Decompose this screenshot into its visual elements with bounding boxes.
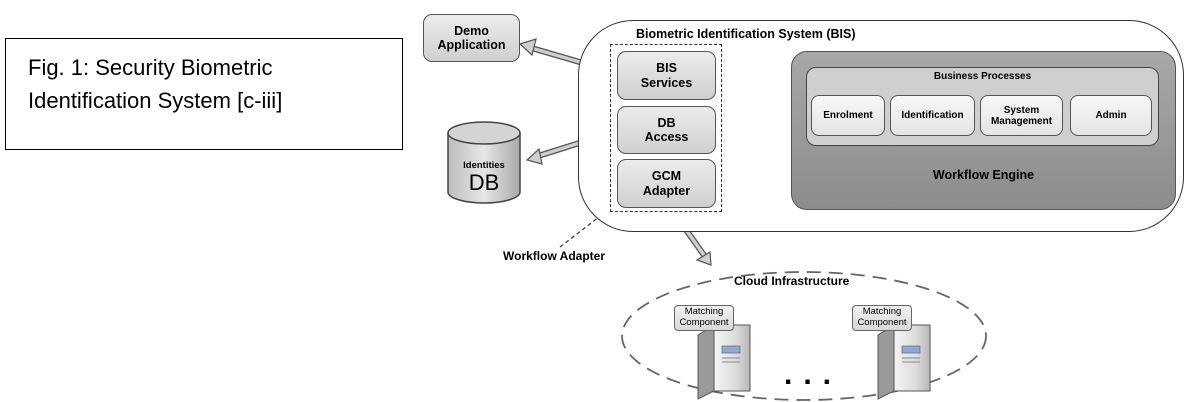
caption-line-2: Identification System [c-iii]: [28, 88, 283, 113]
matching-component-label: Matching Component: [674, 305, 734, 331]
workflow-adapter-label: Workflow Adapter: [503, 249, 606, 263]
bis-title: Biometric Identification System (BIS): [636, 27, 856, 41]
identities-db-small: Identities: [463, 160, 505, 171]
process-admin: Admin: [1070, 95, 1152, 136]
db-access-line-2: Access: [644, 130, 689, 144]
bis-services-line-2: Services: [640, 75, 693, 90]
process-label: Identification: [901, 110, 964, 121]
workflow-engine-label: Workflow Engine: [932, 168, 1035, 182]
caption-line-1: Fig. 1: Security Biometric: [28, 55, 273, 80]
cloud-boundary: [621, 271, 987, 401]
process-label-line-1: System: [1003, 104, 1040, 116]
db-access-line-1: DB: [657, 115, 676, 130]
gcm-adapter-box: GCM Adapter: [617, 159, 716, 208]
identities-db-label: Identities DB: [448, 160, 520, 195]
matching-component-line-1: Matching: [862, 306, 902, 317]
gcm-adapter-line-2: Adapter: [642, 183, 691, 198]
demo-app-line-1: Demo: [454, 23, 489, 38]
process-enrolment: Enrolment: [811, 95, 885, 136]
server-tower-icon: [697, 324, 751, 400]
workflow-adapter-group: [610, 44, 722, 212]
demo-application-box: Demo Application: [423, 14, 520, 62]
cloud-infrastructure-title: Cloud Infrastructure: [734, 274, 850, 288]
demo-app-line-2: Application: [437, 38, 506, 52]
server-tower-icon: [877, 324, 931, 400]
bis-services-box: BIS Services: [617, 51, 716, 100]
identities-db-big: DB: [468, 170, 500, 195]
matching-component-label: Matching Component: [852, 305, 912, 331]
identities-db-cylinder: [447, 121, 521, 204]
workflow-adapter-leader: [559, 206, 613, 248]
matching-component-line-2: Component: [679, 316, 729, 328]
matching-component-line-2: Component: [857, 316, 907, 328]
process-label: Admin: [1095, 110, 1127, 121]
process-label: Enrolment: [823, 110, 873, 121]
bis-services-line-1: BIS: [656, 61, 677, 76]
process-label-line-2: Management: [990, 115, 1053, 127]
gcm-adapter-line-1: GCM: [651, 169, 682, 184]
process-system-management: System Management: [980, 95, 1063, 136]
matching-component-line-1: Matching: [684, 306, 724, 317]
more-components-ellipsis: ...: [784, 358, 843, 391]
business-processes-title: Business Processes: [933, 71, 1032, 82]
db-access-box: DB Access: [617, 106, 716, 154]
process-identification: Identification: [890, 95, 975, 136]
figure-caption: Fig. 1: Security Biometric Identificatio…: [5, 38, 403, 150]
